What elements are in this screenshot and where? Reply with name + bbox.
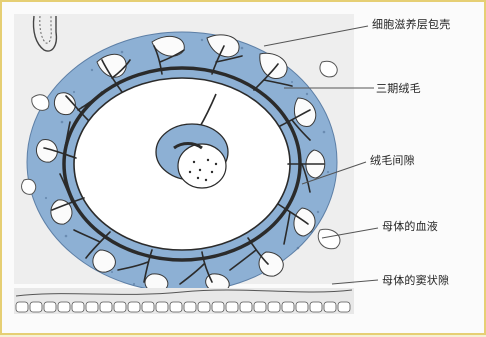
gland-tube-inner [39, 15, 52, 44]
label-shell: 细胞滋养层包壳 [372, 18, 451, 31]
label-intervillous-space: 绒毛间隙 [370, 154, 415, 167]
intervillous-spaces [35, 34, 326, 293]
tertiary-villi [43, 45, 325, 285]
label-maternal-blood: 母体的血液 [382, 220, 438, 233]
yolk-sac [177, 143, 227, 189]
maternal-blood-pockets [21, 60, 341, 250]
epithelial-cells [15, 301, 351, 313]
shell-texture [38, 38, 330, 292]
sinusoid-outline [15, 289, 353, 297]
label-maternal-sinusoid: 母体的窦状隙 [382, 274, 450, 287]
yolk-sac-texture [188, 158, 218, 182]
leader-lines [263, 25, 379, 285]
gland-tube [32, 15, 58, 52]
label-tertiary-villi: 三期绒毛 [376, 82, 421, 95]
embryonic-disc [173, 142, 203, 150]
